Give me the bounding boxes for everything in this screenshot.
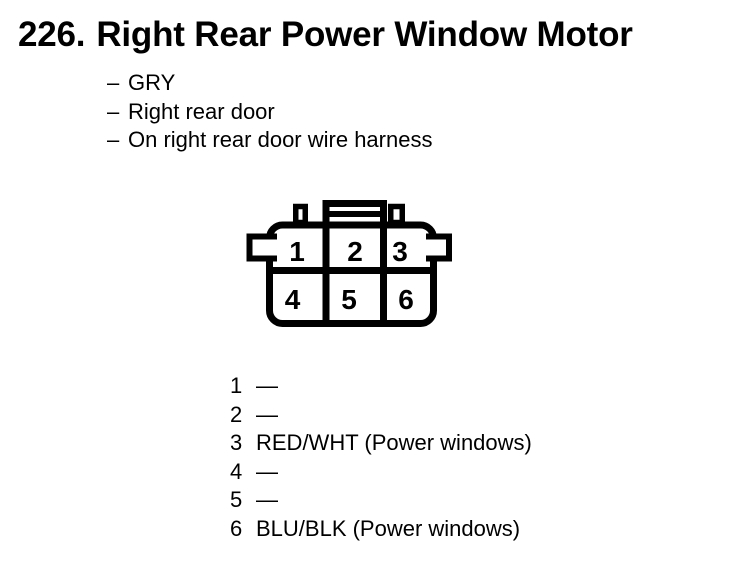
pinout-row: 6 BLU/BLK (Power windows) [230,515,532,544]
pin-wire-value: — [256,487,278,513]
figure-title: Right Rear Power Window Motor [96,15,633,54]
pin-number: 3 [230,430,243,456]
dash-marker: – [107,70,120,95]
dash-marker: – [107,127,120,153]
connector-drawing: 1 2 3 4 5 6 [246,200,452,327]
cavity-number-2: 2 [347,236,363,267]
figure-number: 226. [18,15,86,54]
connector-diagram: 1 2 3 4 5 6 [240,196,462,336]
detail-label: Right rear door [128,98,275,124]
cavity-number-3: 3 [392,236,408,267]
pinout-row: 4 — [230,458,532,487]
pinout-row: 3 RED/WHT (Power windows) [230,429,532,458]
connector-tab-right [388,203,405,226]
pin-number: 4 [230,458,243,484]
page-title: 226. Right Rear Power Window Motor [18,17,633,52]
pin-wire-value: RED/WHT (Power windows) [256,430,532,456]
pin-number: 6 [230,515,243,541]
cavity-number-4: 4 [285,284,301,315]
detail-item-harness: – On right rear door wire harness [107,126,432,155]
dash-marker: – [107,98,120,124]
pin-wire-value: — [256,373,278,398]
connector-tab-left [293,203,308,226]
detail-label: GRY [128,70,176,95]
connector-body [266,221,437,327]
pin-number: 5 [230,487,243,513]
detail-item-color: – GRY [107,69,432,98]
pin-number: 2 [230,401,243,427]
connector-ear-right [426,233,452,262]
pin-wire-value: — [256,401,278,427]
detail-label: On right rear door wire harness [128,127,433,153]
pin-wire-value: BLU/BLK (Power windows) [256,515,521,541]
connector-details-list: – GRY – Right rear door – On right rear … [107,69,432,155]
pin-number: 1 [230,373,243,398]
cavity-number-5: 5 [341,284,357,315]
cavity-number-6: 6 [398,284,414,315]
pin-wire-value: — [256,458,278,484]
connector-ear-left [246,233,277,262]
detail-item-location: – Right rear door [107,98,432,127]
pinout-list: 1 — 2 — 3 RED/WHT (Power windows) 4 — 5 … [230,372,532,544]
pinout-row: 5 — [230,486,532,515]
pinout-row: 2 — [230,401,532,430]
cavity-number-1: 1 [289,236,305,267]
pinout-row: 1 — [230,372,532,401]
